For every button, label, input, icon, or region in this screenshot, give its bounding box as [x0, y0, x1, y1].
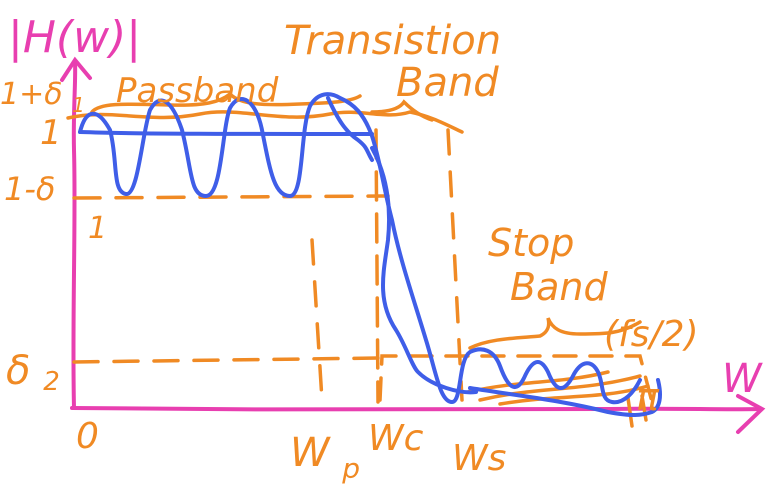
transition-brace: [370, 99, 434, 122]
cutoff-line: [374, 128, 380, 404]
labels: |H(w)| Transistion Band Passband 1+δ 1 1…: [0, 12, 763, 485]
stopband-brace: [468, 317, 642, 350]
filter-response: [78, 92, 662, 417]
passband-brace: [90, 91, 362, 114]
upper-bound-text: 1+δ: [0, 77, 63, 112]
stopband-bound: [72, 356, 382, 364]
transition-stroke: [370, 146, 478, 395]
stopband-label-line2: Band: [510, 265, 608, 309]
y-axis-label: |H(w)|: [8, 12, 141, 63]
unity-label: 1: [40, 113, 62, 153]
passband-edge-text: W: [290, 430, 331, 476]
upper-bound-label: 1+δ 1: [0, 77, 85, 117]
transition-label-line1: Transistion: [284, 18, 501, 64]
axes: [60, 56, 766, 434]
x-axis-arrowhead: [736, 394, 766, 434]
stopband-box: [378, 354, 654, 404]
lower-bound-text: 1-δ: [4, 170, 55, 208]
response-curve: [78, 92, 642, 405]
y-axis: [71, 60, 78, 410]
stopband-edge-line: [446, 128, 464, 402]
passband-reference: [78, 130, 374, 136]
x-axis-label: W: [722, 356, 763, 402]
stopband-lower-stroke: [468, 378, 662, 417]
x-axis: [70, 406, 762, 412]
passband-edge-line: [310, 238, 324, 402]
lower-bound-label: 1-δ: [4, 170, 55, 208]
stopband-bound-label: δ 2: [6, 348, 60, 397]
stopband-label-line1: Stop: [488, 221, 574, 265]
origin-label: 0: [76, 416, 99, 457]
upper-ripple-bound: [66, 110, 464, 134]
overlap-stroke: [326, 96, 374, 162]
y-axis-arrowhead: [60, 56, 92, 82]
upper-bound-subscript: 1: [72, 93, 85, 117]
passband-label: Passband: [116, 71, 279, 111]
lower-bound-subscript: 1: [88, 211, 107, 246]
cutoff-label: Wc: [368, 418, 424, 459]
lower-ripple-bound: [72, 194, 390, 200]
stopband-bound-subscript: 2: [43, 367, 60, 397]
stopband-edge-label: Ws: [452, 438, 506, 479]
transition-label-line2: Band: [396, 60, 499, 106]
passband-edge-label: W p: [290, 430, 360, 485]
nyquist-label: (fs/2): [604, 314, 699, 355]
pi-tick: [626, 394, 648, 428]
passband-edge-subscript: p: [341, 452, 360, 485]
stopband-bound-text: δ: [6, 348, 30, 394]
pi-label: π: [636, 375, 660, 419]
